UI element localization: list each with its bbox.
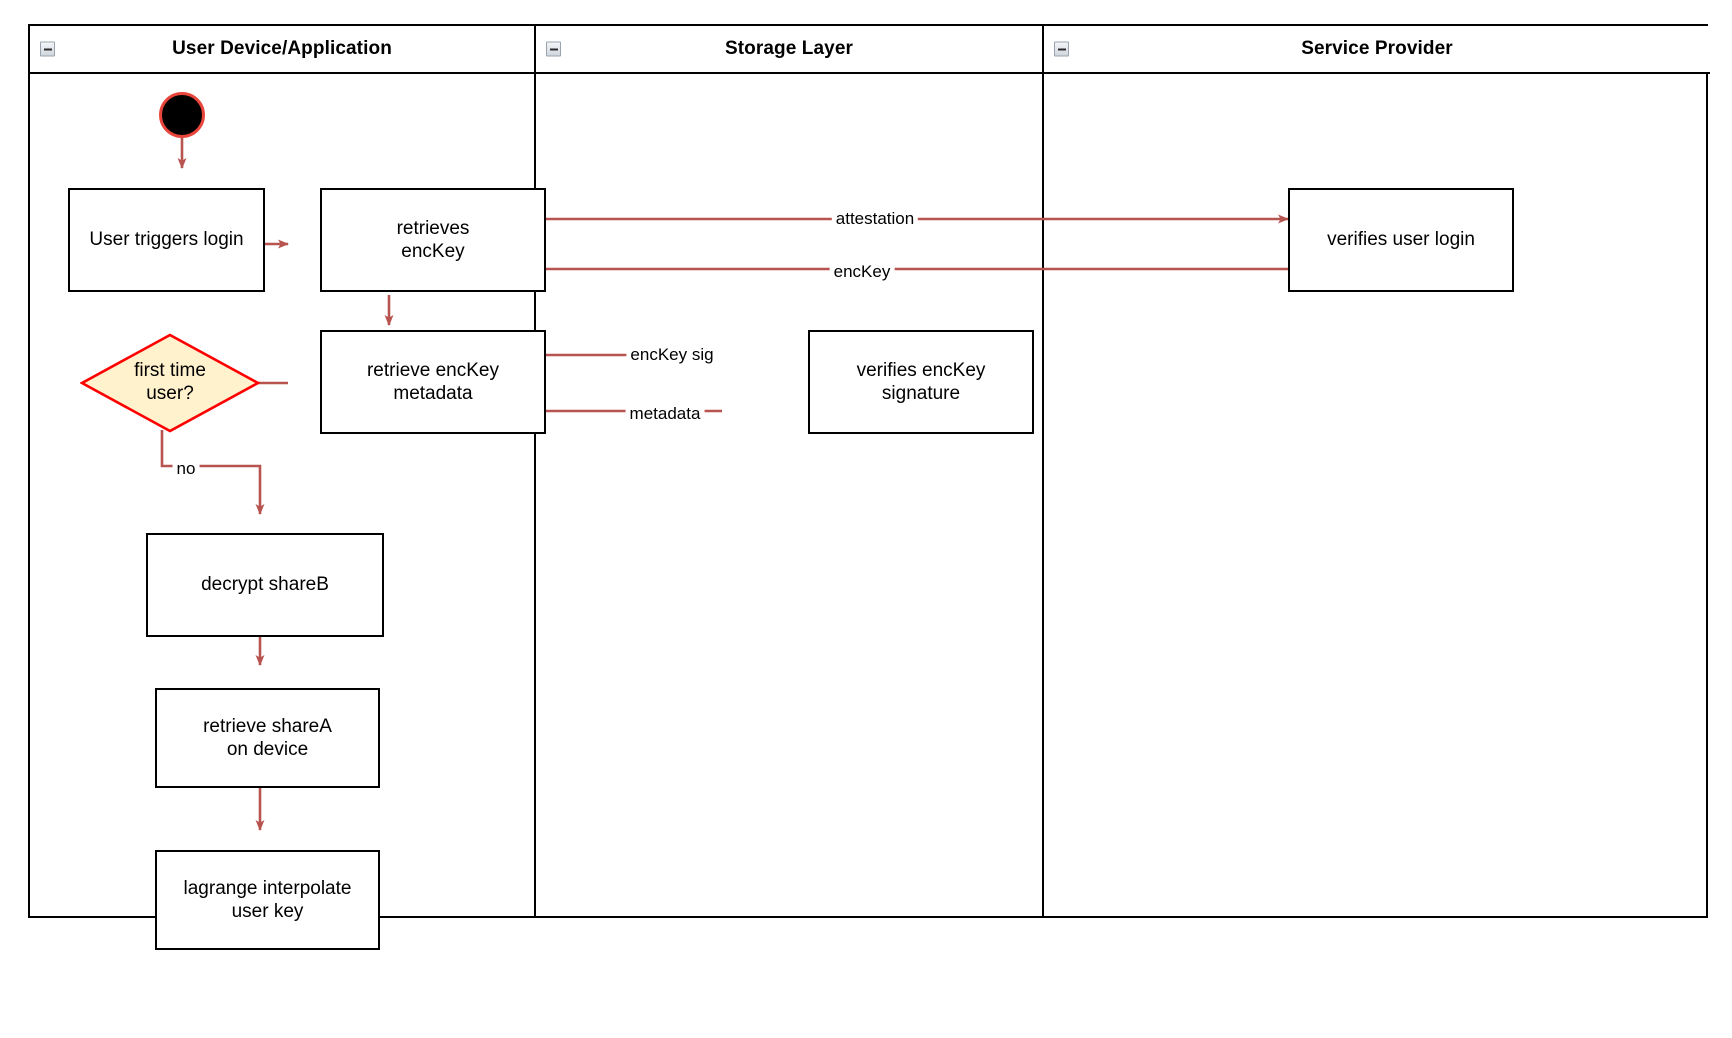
lane-title-user-device: User Device/Application xyxy=(172,38,392,59)
edge-label-metadata: metadata xyxy=(625,404,705,424)
lane-storage-layer[interactable]: Storage Layer xyxy=(534,26,1042,916)
node-verifies-enckey-signature[interactable]: verifies encKey signature xyxy=(808,330,1034,434)
lane-title-service-provider: Service Provider xyxy=(1301,38,1453,59)
edge-label-enckey-sig: encKey sig xyxy=(626,345,718,365)
lane-header-user-device: User Device/Application xyxy=(30,26,534,74)
minus-icon[interactable] xyxy=(1054,41,1069,57)
node-lagrange-interpolate-user-key[interactable]: lagrange interpolate user key xyxy=(155,850,380,950)
edge-label-enckey: encKey xyxy=(829,262,895,282)
lane-service-provider[interactable]: Service Provider xyxy=(1042,26,1710,916)
node-verifies-user-login[interactable]: verifies user login xyxy=(1288,188,1514,292)
node-retrieves-enckey[interactable]: retrieves encKey xyxy=(320,188,546,292)
minus-icon[interactable] xyxy=(40,41,55,57)
node-retrieve-enckey-metadata[interactable]: retrieve encKey metadata xyxy=(320,330,546,434)
edge-label-attestation: attestation xyxy=(831,209,919,229)
lane-header-storage-layer: Storage Layer xyxy=(536,26,1042,74)
lane-body-storage-layer xyxy=(536,74,1042,916)
node-label-first-time-user: first time user? xyxy=(134,360,206,404)
minus-icon[interactable] xyxy=(546,41,561,57)
node-first-time-user[interactable]: first time user? xyxy=(80,333,260,433)
edge-label-no: no xyxy=(172,459,200,479)
lane-user-device[interactable]: User Device/Application xyxy=(30,26,534,916)
lane-header-service-provider: Service Provider xyxy=(1044,26,1710,74)
node-retrieve-sharea-on-device[interactable]: retrieve shareA on device xyxy=(155,688,380,788)
node-user-triggers-login[interactable]: User triggers login xyxy=(68,188,265,292)
lane-title-storage-layer: Storage Layer xyxy=(724,38,854,59)
node-decrypt-shareb[interactable]: decrypt shareB xyxy=(146,533,384,637)
initial-node[interactable] xyxy=(159,92,205,138)
